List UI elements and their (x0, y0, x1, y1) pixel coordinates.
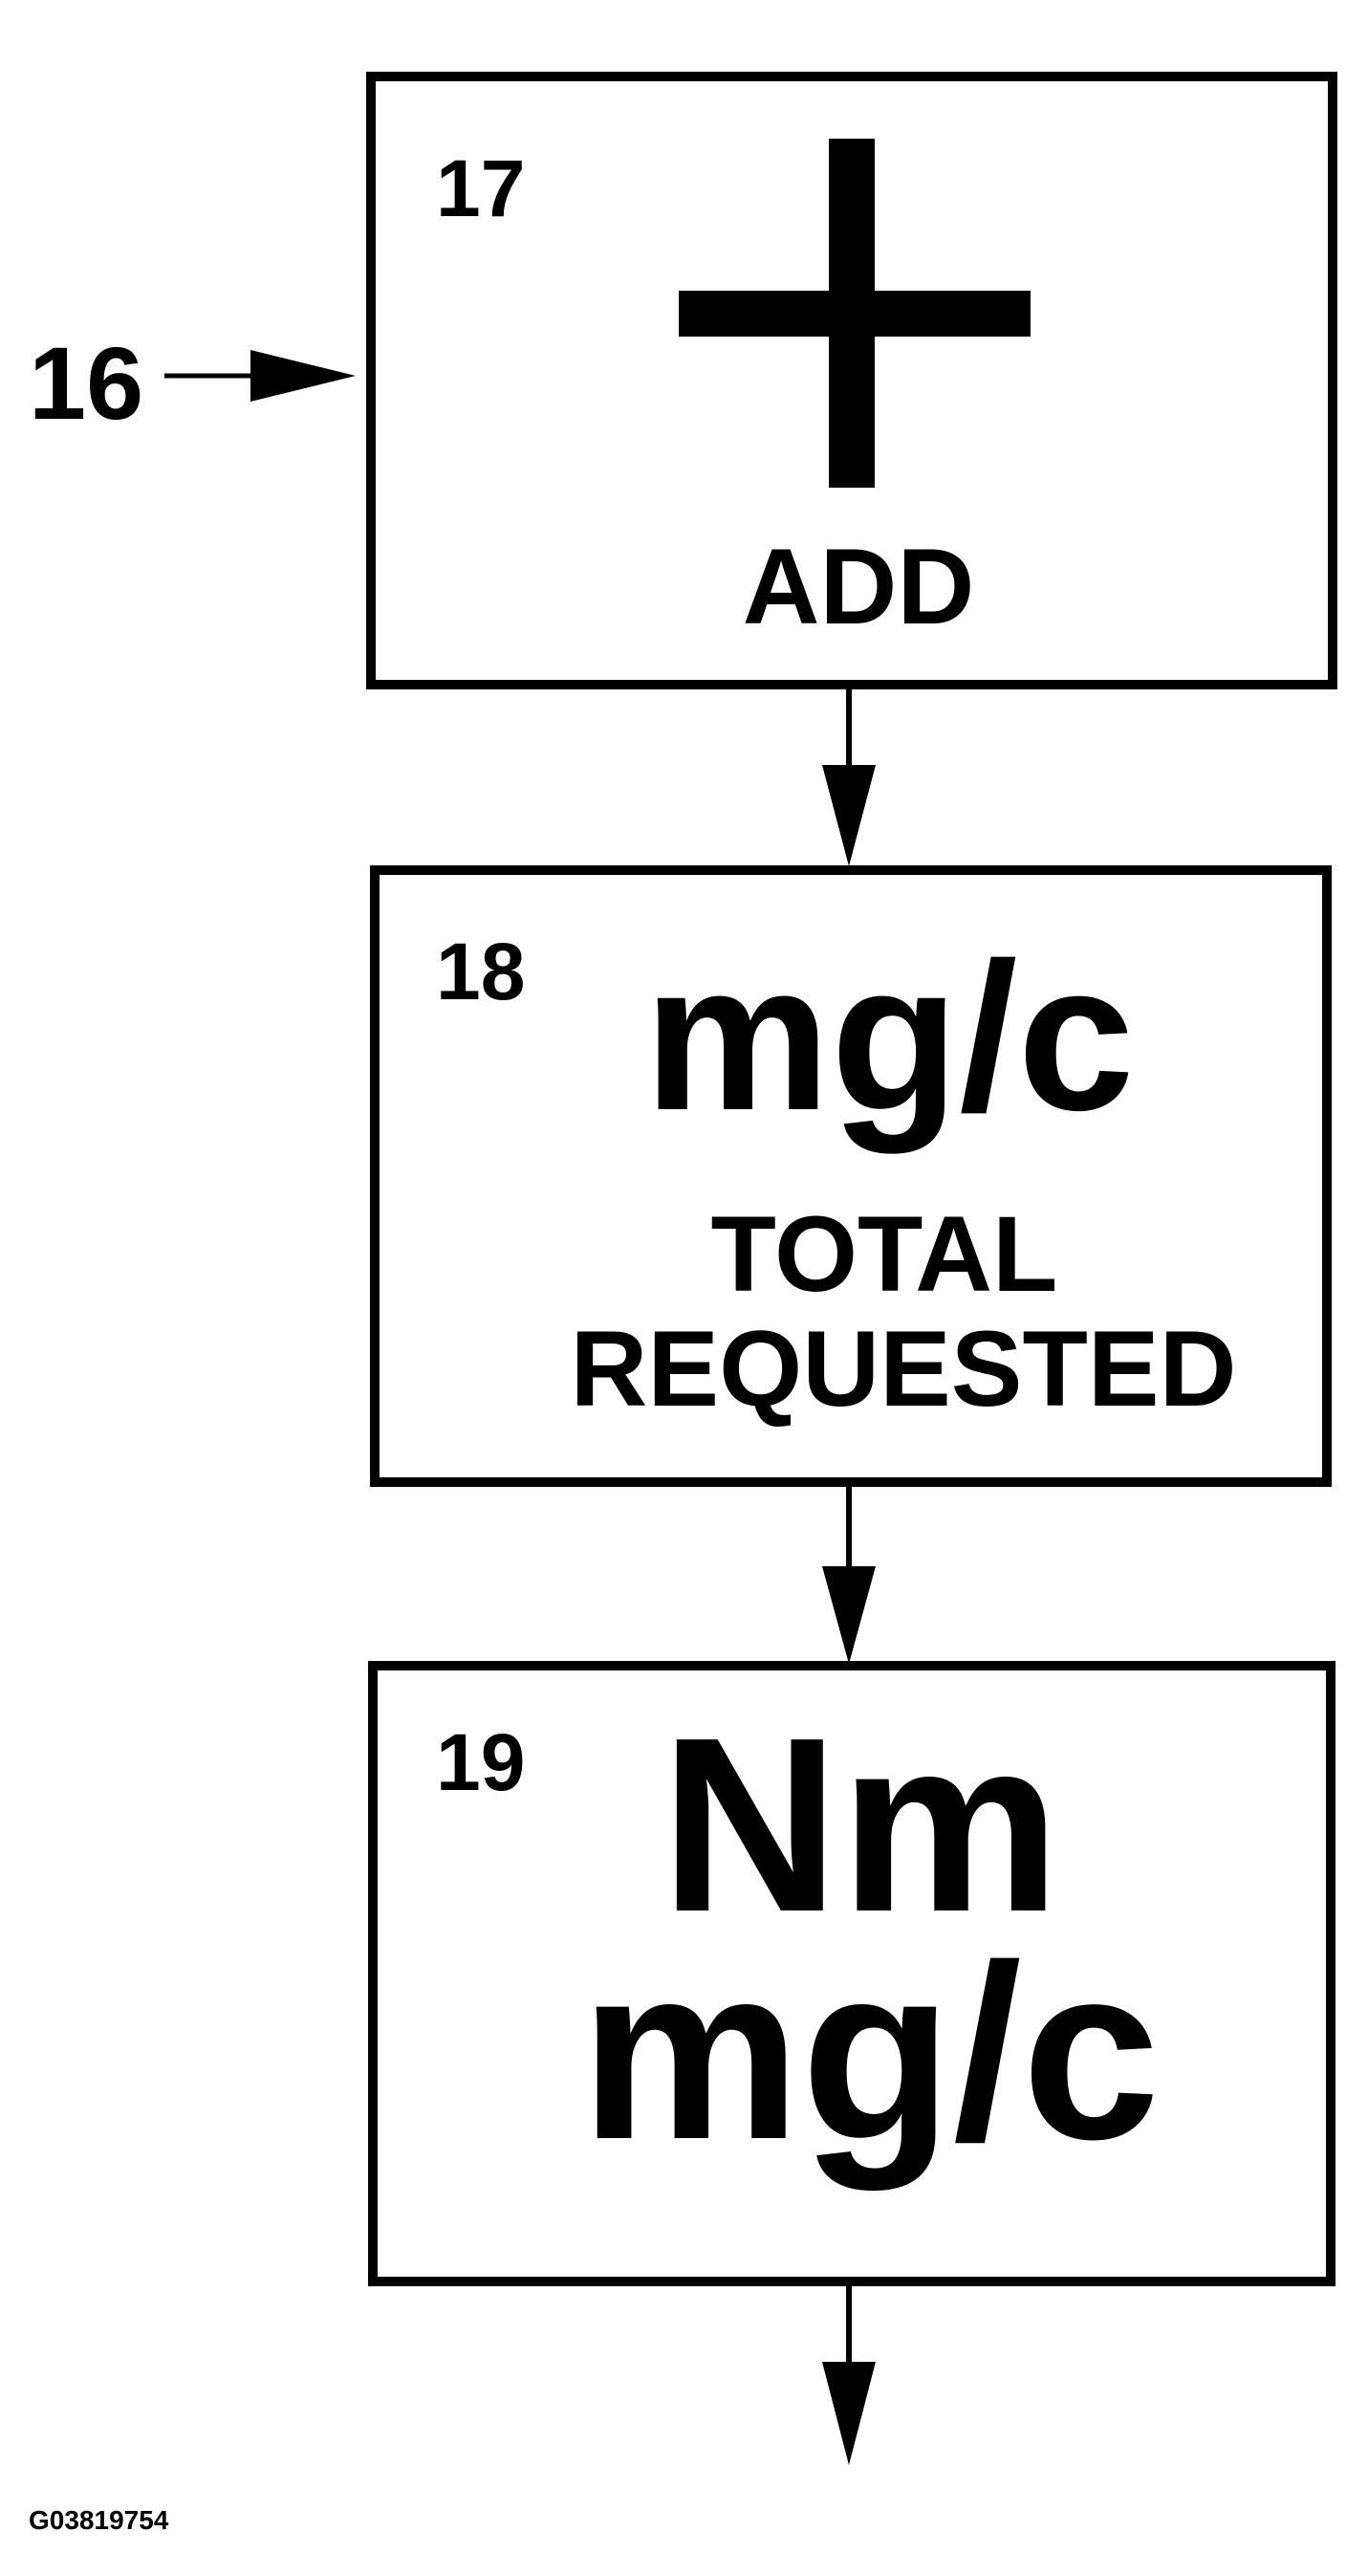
figure-id: G03819754 (29, 2505, 169, 2535)
total-requested-unit: mg/c (643, 919, 1134, 1154)
plus-icon (679, 139, 1031, 488)
arrow-18-to-19 (822, 1482, 876, 1664)
input-arrow (164, 350, 356, 402)
add-block: 17 ADD (366, 72, 1337, 689)
input-ref-label: 16 (29, 325, 143, 441)
nm-per-mgc-unit-2: mg/c (580, 1914, 1161, 2193)
add-block-label: ADD (743, 527, 975, 646)
arrow-17-to-18 (822, 685, 876, 866)
total-requested-block: 18 mg/c TOTAL REQUESTED (370, 865, 1332, 1487)
nm-per-mgc-ref: 19 (436, 1717, 525, 1807)
total-requested-label-1: TOTAL (711, 1194, 1058, 1314)
total-requested-label-2: REQUESTED (571, 1309, 1237, 1429)
nm-per-mgc-unit-1: Nm (661, 1687, 1061, 1964)
nm-per-mgc-block: 19 Nm mg/c (368, 1661, 1335, 2286)
total-requested-ref: 18 (436, 927, 525, 1016)
add-block-ref: 17 (436, 143, 525, 233)
output-arrow (822, 2281, 876, 2465)
